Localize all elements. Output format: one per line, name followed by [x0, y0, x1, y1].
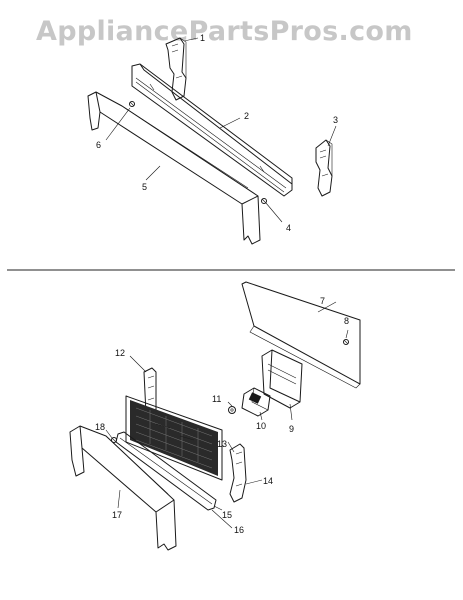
callout-10: 10 — [256, 421, 266, 431]
callout-2: 2 — [244, 111, 249, 121]
part-4-screw — [261, 198, 267, 204]
bottom-assembly: 7 8 9 10 11 12 13 14 15 16 17 18 — [69, 281, 361, 551]
callout-15: 15 — [222, 510, 232, 520]
part-9-bracket-box — [261, 349, 303, 409]
callout-3: 3 — [333, 115, 338, 125]
part-6-screw — [129, 101, 135, 107]
part-17-front-cap — [69, 425, 177, 551]
callout-5: 5 — [142, 182, 147, 192]
part-2-panel-frame — [131, 63, 293, 197]
part-3-right-bracket — [315, 139, 333, 197]
callout-11: 11 — [212, 394, 221, 404]
callout-13: 13 — [217, 439, 227, 449]
part-18-screw — [111, 437, 117, 443]
part-10-switch — [241, 387, 271, 417]
callout-14: 14 — [263, 476, 273, 486]
callout-4: 4 — [286, 223, 291, 233]
callout-1: 1 — [200, 33, 205, 43]
callout-17: 17 — [112, 510, 122, 520]
part-7-back-panel — [241, 281, 361, 389]
part-grille-panel — [125, 395, 223, 481]
callout-12: 12 — [115, 348, 125, 358]
watermark-text: AppliancePartsPros.com — [36, 16, 413, 47]
part-5-front-trim — [87, 91, 261, 245]
part-8-screw — [343, 339, 349, 345]
callout-9: 9 — [289, 424, 294, 434]
callout-7: 7 — [320, 296, 325, 306]
callout-6: 6 — [96, 140, 101, 150]
part-14-right-bracket — [229, 443, 247, 503]
top-assembly: 1 2 3 4 5 6 — [87, 33, 338, 245]
callout-18: 18 — [95, 422, 105, 432]
callout-8: 8 — [344, 316, 349, 326]
callout-16: 16 — [234, 525, 244, 535]
part-11-screw — [228, 406, 236, 414]
